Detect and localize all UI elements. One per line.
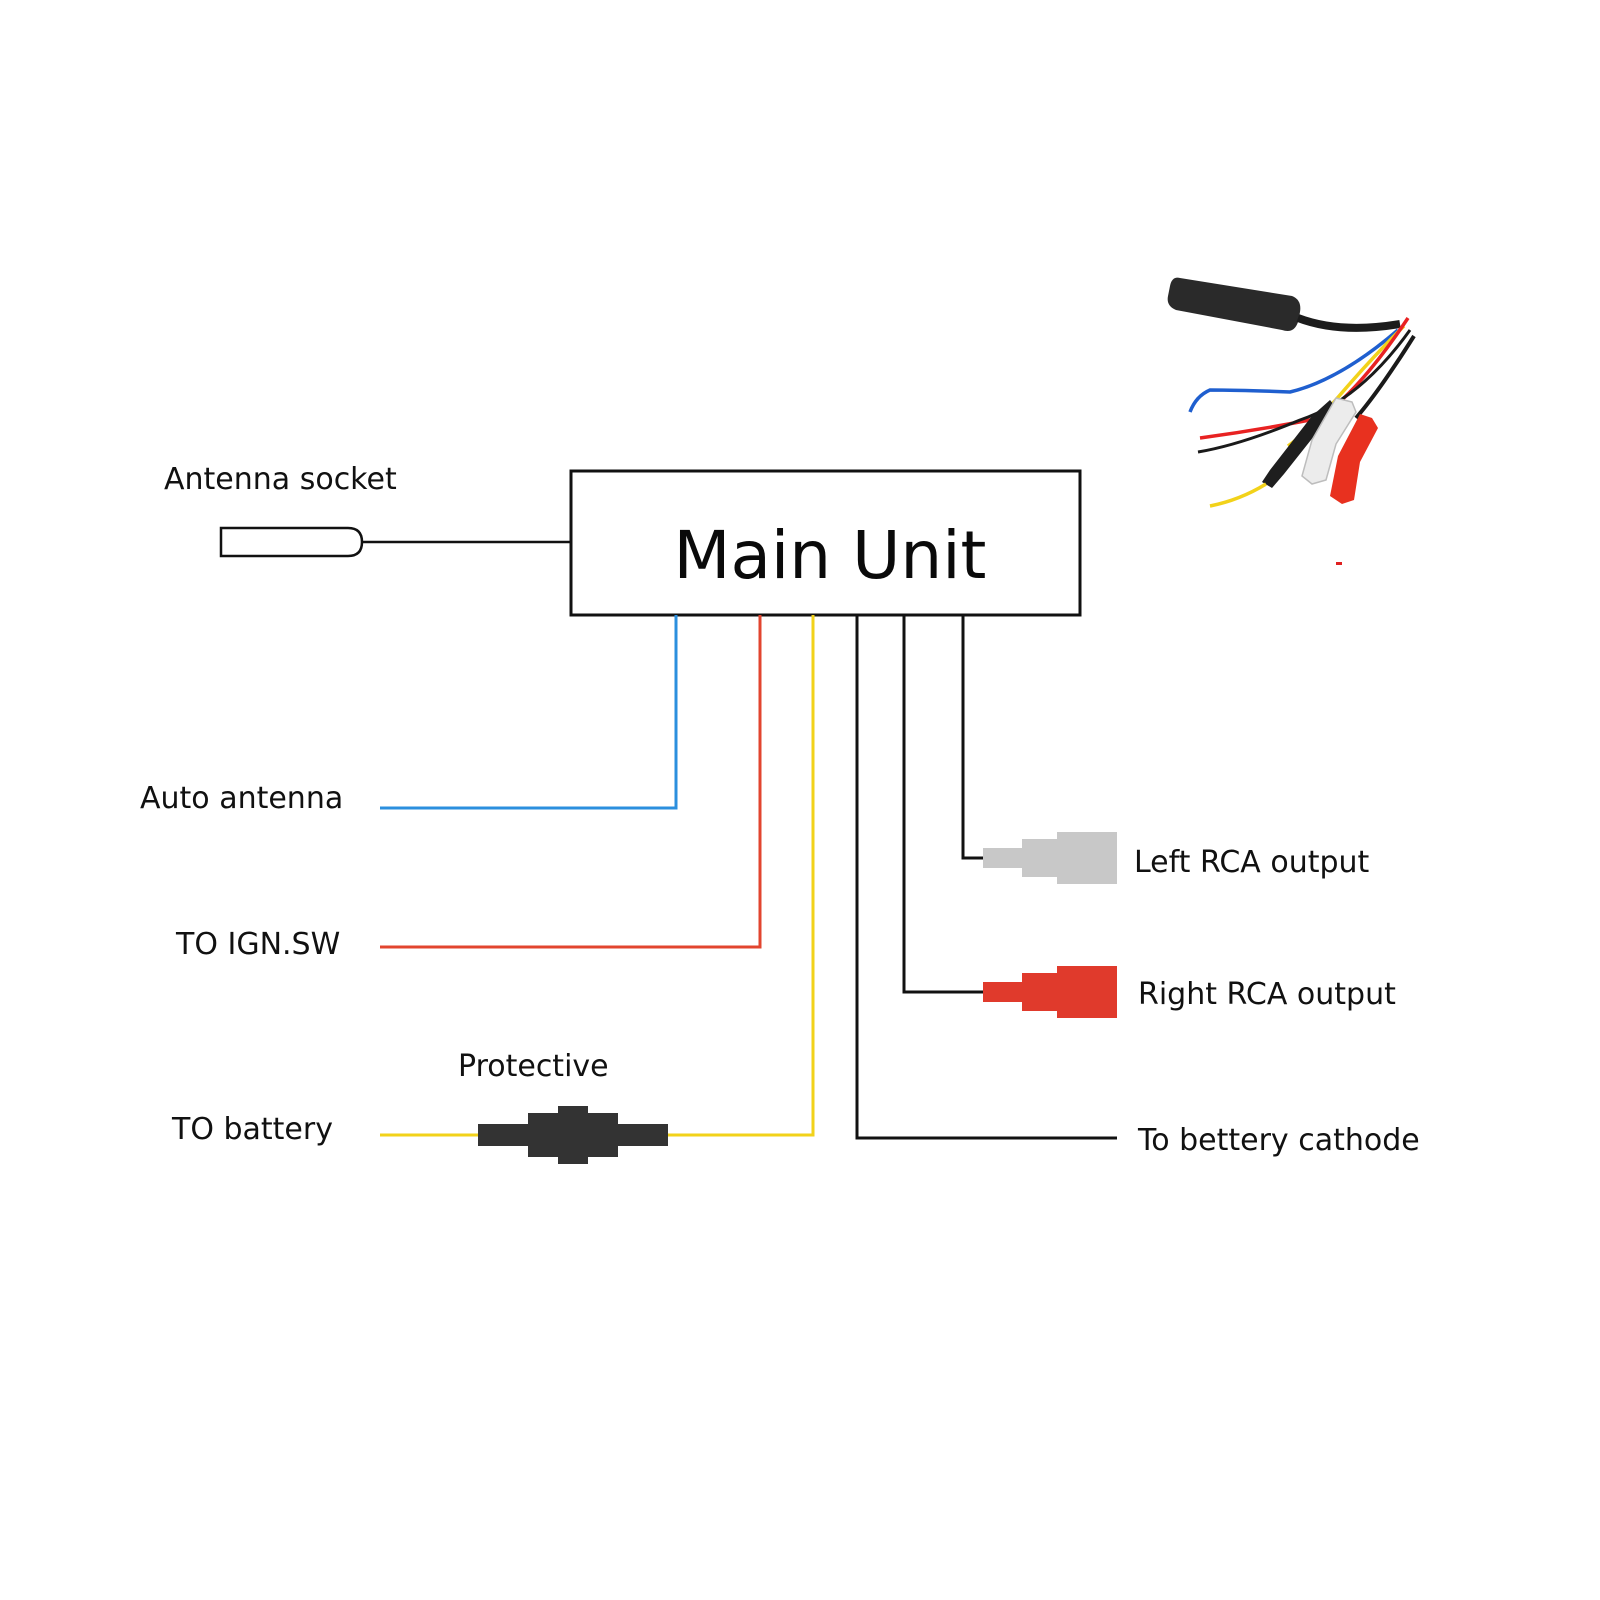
main-unit-label: Main Unit bbox=[674, 517, 987, 594]
harness-blue-wire bbox=[1188, 328, 1400, 413]
left-rca-plug-icon bbox=[983, 832, 1117, 884]
antenna-plug-body bbox=[1167, 277, 1301, 331]
harness-red-dot bbox=[1336, 562, 1342, 565]
antenna-socket-label: Antenna socket bbox=[164, 462, 397, 497]
harness-black-wire-2 bbox=[1354, 334, 1416, 420]
auto-antenna-label: Auto antenna bbox=[140, 781, 343, 816]
harness-white-rca bbox=[1301, 397, 1357, 485]
harness-black-wire-1 bbox=[1197, 329, 1412, 454]
harness-red-rca bbox=[1330, 414, 1378, 504]
battery-wire bbox=[668, 615, 815, 1137]
harness-yellow-lead bbox=[1209, 482, 1267, 508]
right-rca-wire bbox=[902, 615, 985, 994]
battery-label: TO battery bbox=[171, 1112, 333, 1147]
ign-sw-label: TO IGN.SW bbox=[175, 927, 340, 962]
right-rca-label: Right RCA output bbox=[1138, 977, 1396, 1012]
harness-fuse-holder bbox=[1262, 400, 1338, 488]
ign-sw-wire bbox=[380, 615, 762, 949]
wiring-harness-photo-icon bbox=[1167, 277, 1416, 565]
protective-label: Protective bbox=[458, 1049, 609, 1084]
antenna-cable bbox=[1296, 314, 1401, 332]
main-unit-box bbox=[569, 469, 1082, 617]
left-rca-label: Left RCA output bbox=[1134, 845, 1370, 880]
fuse-icon bbox=[478, 1106, 668, 1164]
battery-cathode-label: To bettery cathode bbox=[1137, 1123, 1420, 1158]
battery-cathode-wire bbox=[855, 615, 1117, 1140]
right-rca-plug-icon bbox=[983, 966, 1117, 1018]
left-rca-wire bbox=[961, 615, 985, 860]
auto-antenna-wire bbox=[380, 615, 678, 810]
antenna-socket-icon bbox=[219, 526, 364, 558]
